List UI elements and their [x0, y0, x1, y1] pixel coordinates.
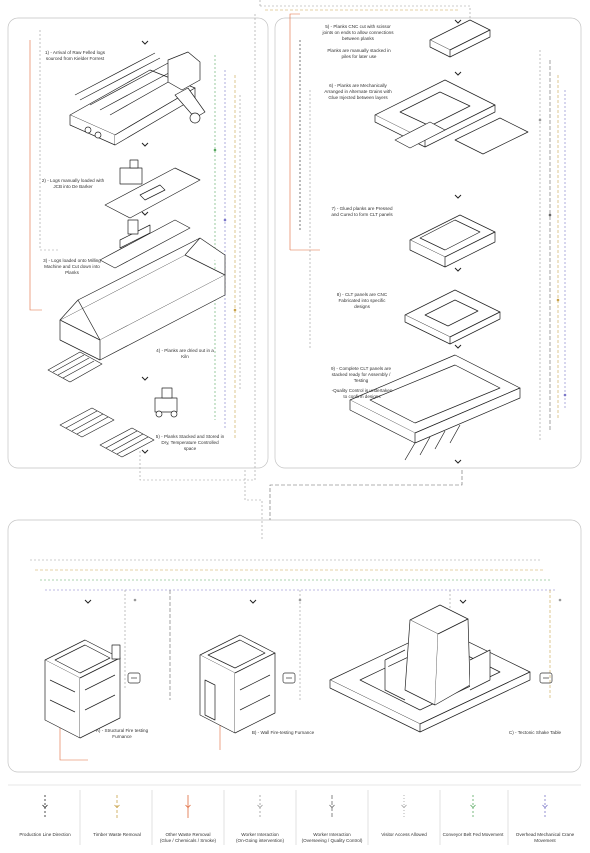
- panel-top-right: [274, 17, 582, 469]
- legend-arrow-icon: [329, 804, 335, 809]
- illustrations: [44, 19, 531, 739]
- legend-arrow-icon: [185, 804, 191, 809]
- panel-bottom: [7, 519, 582, 773]
- legend-frame: [8, 784, 581, 845]
- legend-arrow-icon: [401, 804, 407, 809]
- legend-samples: [42, 795, 548, 818]
- cnc-panels-illustration: [404, 289, 501, 345]
- storage-illustration: [59, 387, 178, 458]
- visitor-icons: [127, 672, 553, 684]
- step-9-label: 8) - CLT panels are CNC Fabricated into …: [336, 292, 388, 309]
- legend-arrow-icon: [42, 804, 48, 809]
- legend-item: Conveyor Belt Fed Movement: [440, 832, 506, 838]
- milling-illustration: [99, 219, 191, 269]
- step-8-label: 7) - Glued planks are Pressed and Cured …: [331, 206, 393, 217]
- legend-arrow-icon: [542, 804, 548, 809]
- step-2-label: 2) - Logs manually loaded with JCB into …: [41, 178, 105, 189]
- legend-item-label: Worker Interaction: [313, 832, 351, 837]
- legend-item-label: Overhead Mechanical Crane Movement: [515, 832, 575, 843]
- press-illustration: [409, 214, 496, 268]
- test-c-label: C) - Tectonic Shake Table: [508, 730, 562, 735]
- step-6-note: Planks are manually stacked in piles for…: [327, 48, 391, 59]
- glue-arrangement-illustration: [374, 79, 529, 155]
- legend-item: Production Line Direction: [12, 832, 78, 838]
- truck-illustration: [69, 51, 206, 146]
- cnc-planks-illustration: [429, 19, 491, 58]
- legend-item: Worker Interaction(On-Going intervention…: [227, 832, 293, 843]
- legend-item-label: Other Waste Removal: [165, 832, 211, 837]
- stacked-panels-illustration: [349, 354, 521, 461]
- legend-item: Overhead Mechanical Crane Movement: [512, 832, 578, 843]
- step-7-label: 6) - Planks are Mechanically Arranged in…: [324, 83, 392, 100]
- legend-item-sublabel: (Glue / Chemicals / Smoke): [159, 837, 217, 843]
- legend-item-label: Timber Waste Removal: [93, 832, 141, 837]
- step-10-label: 9) - Complete CLT panels are stacked rea…: [330, 366, 392, 383]
- legend-item: Visitor Access Allowed: [371, 832, 437, 838]
- test-b-label: B) - Wall Fire-testing Furnance: [251, 730, 315, 735]
- legend-arrow-icon: [257, 804, 263, 809]
- legend-arrow-icon: [470, 804, 476, 809]
- structural-furnace-illustration: [44, 639, 121, 739]
- legend-arrow-icon: [114, 804, 120, 809]
- debarker-illustration: [104, 159, 201, 219]
- legend-item-label: Visitor Access Allowed: [381, 832, 427, 837]
- legend-item-label: Production Line Direction: [19, 832, 71, 837]
- legend-item: Other Waste Removal(Glue / Chemicals / S…: [155, 832, 221, 843]
- legend-item-sublabel: (On-Going intervention): [235, 837, 284, 843]
- step-3-label: 3) - Logs loaded onto Milling Machine an…: [43, 258, 101, 275]
- step-10-note: -Quality Control is undertaken to confir…: [331, 388, 393, 399]
- legend-item: Timber Waste Removal: [84, 832, 150, 838]
- node-dots: [133, 118, 567, 602]
- flow-lines: [29, 0, 566, 761]
- test-a-label: A) - Structural Fire testing Furnance: [95, 728, 149, 739]
- legend-item-label: Conveyor Belt Fed Movement: [442, 832, 504, 837]
- shake-table-illustration: [329, 604, 531, 733]
- legend-item-sublabel: (Overseeing / Quality Control): [301, 837, 363, 843]
- wall-furnace-illustration: [199, 634, 276, 734]
- step-5-label: 5) - Planks Stacked and Stored in Dry, T…: [155, 434, 225, 451]
- step-4-label: 4) - Planks are dried out in a Kiln: [156, 348, 214, 359]
- legend-item: Worker Interaction(Overseeing / Quality …: [299, 832, 365, 843]
- legend-item-label: Worker Interaction: [241, 832, 279, 837]
- panel-top-left: [7, 17, 269, 469]
- step-1-label: 1) - Arrival of Raw Felled logs sourced …: [45, 50, 105, 61]
- step-6-label: 5) - Planks CNC cut with scissor joints …: [322, 24, 394, 41]
- kiln-illustration: [47, 237, 226, 383]
